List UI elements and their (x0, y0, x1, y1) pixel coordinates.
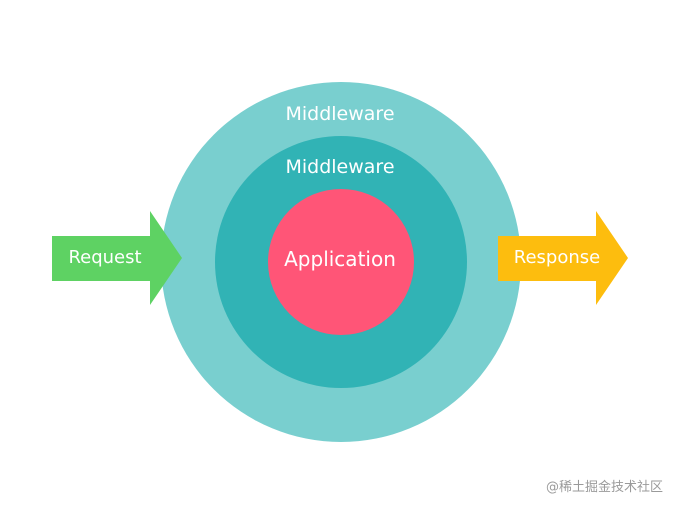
application-label: Application (284, 247, 396, 271)
request-arrow (52, 211, 182, 305)
response-label: Response (513, 247, 601, 268)
watermark: @稀土掘金技术社区 (545, 480, 663, 495)
inner-middleware-label: Middleware (285, 156, 395, 178)
request-label: Request (68, 247, 142, 268)
outer-middleware-label: Middleware (285, 103, 395, 125)
response-arrow (498, 211, 628, 305)
application-core (268, 189, 414, 335)
